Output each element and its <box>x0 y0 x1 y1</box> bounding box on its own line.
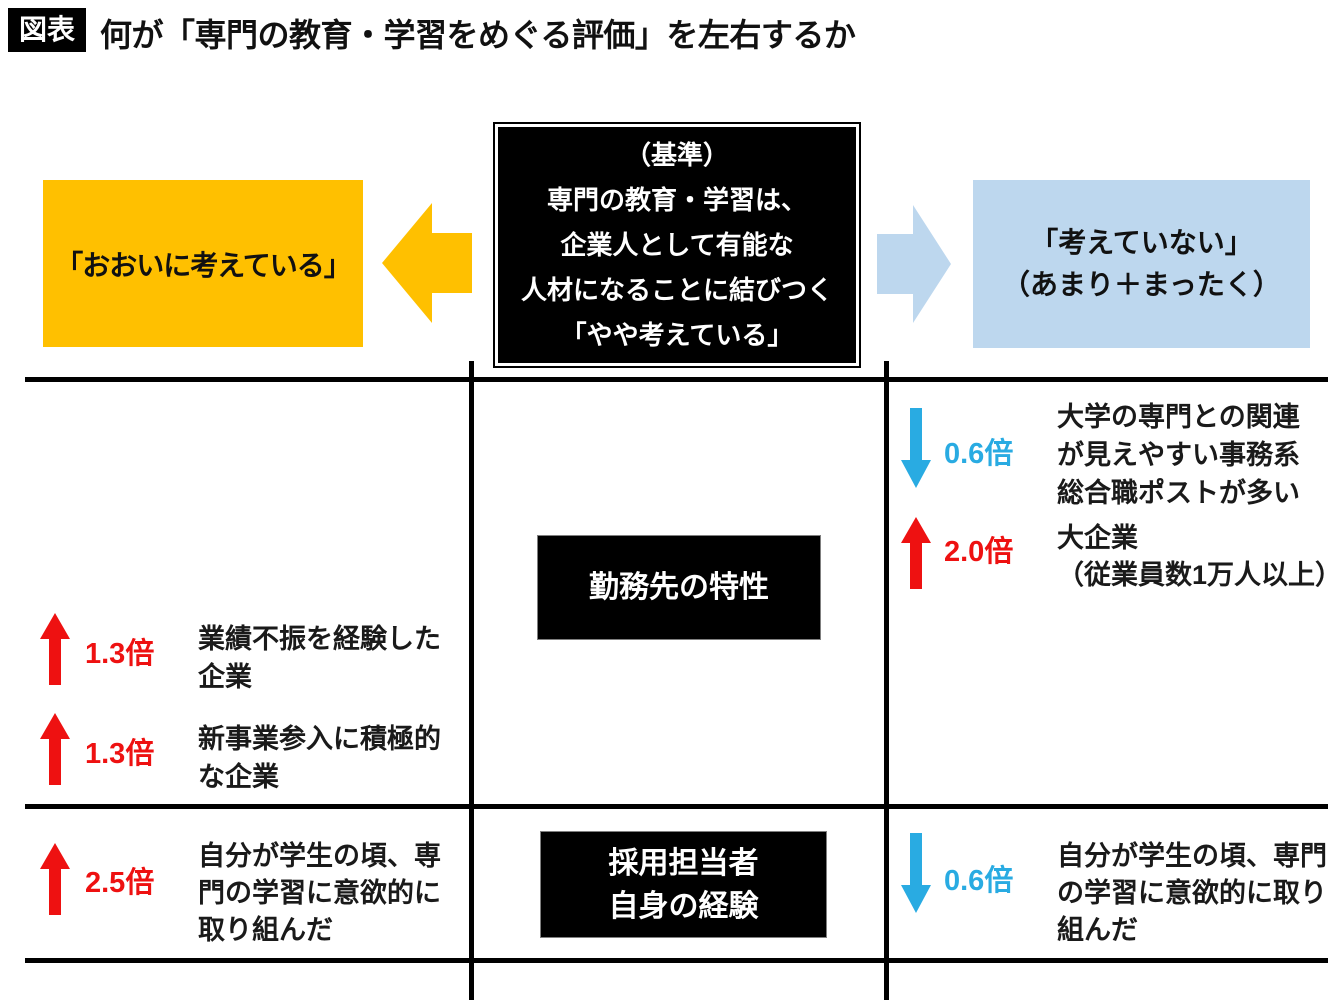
effect-description: 自分が学生の頃、専 門の学習に意欲的に 取り組んだ <box>198 841 441 945</box>
baseline-box-text: （基準） 専門の教育・学習は、 企業人として有能な 人材になることに結びつく 「… <box>498 127 856 363</box>
grid-vline-1 <box>469 361 474 1000</box>
grid-vline-2 <box>884 361 889 1000</box>
multiplier-label: 2.5倍 <box>85 867 155 899</box>
left-arrow-icon <box>382 203 472 323</box>
multiplier-label: 0.6倍 <box>944 438 1014 470</box>
multiplier-label: 1.3倍 <box>85 638 155 670</box>
grid-hline-3 <box>25 958 1328 963</box>
effect-description: 大企業 （従業員数1万人以上） <box>1057 523 1340 590</box>
grid-hline-2 <box>25 804 1328 809</box>
figure-badge: 図表 <box>8 8 87 52</box>
category-box-workplace: 勤務先の特性 <box>537 535 821 640</box>
multiplier-label: 0.6倍 <box>944 865 1014 897</box>
up-arrow-icon <box>40 843 70 915</box>
page-title: 何が「専門の教育・学習をめぐる評価」を左右するか <box>100 17 856 53</box>
up-arrow-icon <box>40 613 70 685</box>
baseline-box: （基準） 専門の教育・学習は、 企業人として有能な 人材になることに結びつく 「… <box>493 122 861 368</box>
effect-description: 自分が学生の頃、専門 の学習に意欲的に取り 組んだ <box>1057 841 1327 945</box>
category-box-recruiter: 採用担当者 自身の経験 <box>540 831 827 938</box>
down-arrow-icon <box>901 408 931 488</box>
multiplier-label: 1.3倍 <box>85 738 155 770</box>
left-outcome-box: 「おおいに考えている」 <box>43 180 363 347</box>
up-arrow-icon <box>40 713 70 785</box>
effect-description: 大学の専門との関連 が見えやすい事務系 総合職ポストが多い <box>1057 402 1300 508</box>
multiplier-label: 2.0倍 <box>944 536 1014 568</box>
right-arrow-icon <box>877 205 951 323</box>
effect-description: 新事業参入に積極的 な企業 <box>198 724 441 792</box>
grid-hline-1 <box>25 377 1328 382</box>
down-arrow-icon <box>901 833 931 913</box>
effect-description: 業績不振を経験した 企業 <box>198 624 441 692</box>
right-outcome-box: 「考えていない」 （あまり＋まったく） <box>973 180 1310 348</box>
up-arrow-icon <box>901 517 931 589</box>
